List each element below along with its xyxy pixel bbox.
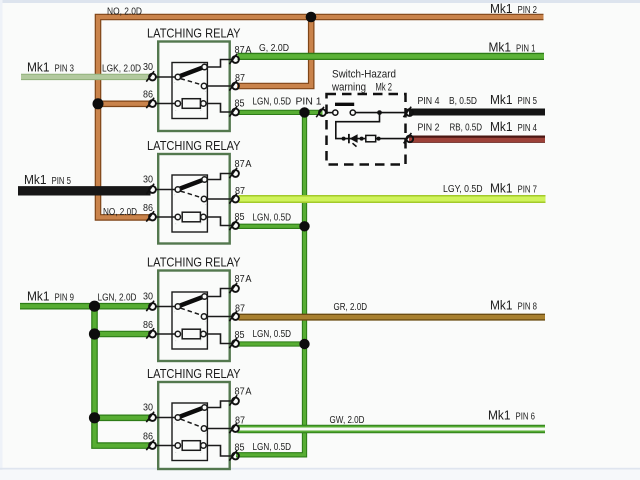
svg-text:LATCHING RELAY: LATCHING RELAY <box>147 255 241 270</box>
svg-text:85: 85 <box>235 330 245 341</box>
svg-text:87: 87 <box>235 186 245 197</box>
svg-text:·: · <box>200 222 202 228</box>
svg-text:Mk1: Mk1 <box>24 172 47 187</box>
svg-text:LATCHING RELAY: LATCHING RELAY <box>147 138 241 153</box>
svg-text:LGN, 0.5D: LGN, 0.5D <box>253 97 292 108</box>
svg-text:87: 87 <box>235 303 245 314</box>
svg-text:PIN 4: PIN 4 <box>418 96 440 107</box>
svg-text:LGN, 2.0D: LGN, 2.0D <box>98 292 137 303</box>
svg-text:·: · <box>175 339 177 345</box>
svg-text:Mk1: Mk1 <box>490 119 513 134</box>
svg-text:Mk1: Mk1 <box>489 39 512 54</box>
svg-text:30: 30 <box>143 402 153 413</box>
svg-text:30: 30 <box>143 62 153 73</box>
svg-text:·: · <box>175 450 177 456</box>
svg-text:PIN 2: PIN 2 <box>518 5 538 16</box>
svg-text:87: 87 <box>235 73 245 84</box>
svg-text:B, 0.5D: B, 0.5D <box>449 96 477 107</box>
svg-text:LGY, 0.5D: LGY, 0.5D <box>443 184 483 195</box>
svg-text:NO, 2.0D: NO, 2.0D <box>107 6 142 17</box>
svg-text:·: · <box>206 69 208 75</box>
svg-text:86: 86 <box>143 432 153 443</box>
svg-text:Mk1: Mk1 <box>490 92 513 107</box>
svg-text:GW, 2.0D: GW, 2.0D <box>330 415 365 426</box>
svg-text:86: 86 <box>143 320 153 331</box>
svg-text:Mk1: Mk1 <box>490 180 513 195</box>
svg-text:LATCHING RELAY: LATCHING RELAY <box>147 366 241 381</box>
svg-text:PIN 1: PIN 1 <box>296 97 322 108</box>
svg-text:LGN, 0.5D: LGN, 0.5D <box>253 213 292 224</box>
svg-text:·: · <box>205 320 207 326</box>
svg-text:LGN, 0.5D: LGN, 0.5D <box>253 329 292 340</box>
svg-text:PIN 5: PIN 5 <box>518 96 538 107</box>
svg-text:·: · <box>175 108 177 114</box>
svg-text:86: 86 <box>143 90 153 101</box>
svg-text:·: · <box>200 450 202 456</box>
svg-text:PIN 2: PIN 2 <box>418 122 440 133</box>
svg-text:PIN 3: PIN 3 <box>55 63 75 74</box>
svg-text:GR, 2.0D: GR, 2.0D <box>334 302 368 313</box>
svg-text:·: · <box>174 193 176 199</box>
svg-text:PIN 9: PIN 9 <box>55 293 75 304</box>
svg-text:PIN 7: PIN 7 <box>518 184 538 195</box>
svg-text:Mk1: Mk1 <box>490 298 513 313</box>
svg-text:·: · <box>174 310 176 316</box>
svg-text:warning: warning <box>331 82 366 94</box>
svg-text:30: 30 <box>143 174 153 185</box>
svg-text:87 A: 87 A <box>235 45 252 56</box>
svg-text:PIN 5: PIN 5 <box>52 176 72 187</box>
svg-text:·: · <box>206 181 208 187</box>
svg-text:G, 2.0D: G, 2.0D <box>259 43 289 54</box>
svg-text:Mk1: Mk1 <box>488 408 511 423</box>
svg-text:87 A: 87 A <box>235 387 252 398</box>
svg-text:·: · <box>206 409 208 415</box>
svg-text:NO, 2.0D: NO, 2.0D <box>103 207 137 218</box>
svg-text:·: · <box>205 202 207 208</box>
svg-text:87 A: 87 A <box>235 274 252 285</box>
svg-text:Switch-Hazard: Switch-Hazard <box>332 68 396 80</box>
svg-text:PIN 4: PIN 4 <box>518 123 538 134</box>
svg-text:30: 30 <box>143 291 153 302</box>
svg-text:87: 87 <box>235 415 245 426</box>
svg-text:·: · <box>200 108 202 114</box>
svg-text:Mk1: Mk1 <box>27 59 50 74</box>
svg-text:·: · <box>175 222 177 228</box>
svg-text:RB, 0.5D: RB, 0.5D <box>450 122 483 133</box>
svg-text:·: · <box>174 80 176 86</box>
svg-text:·: · <box>205 89 207 95</box>
svg-text:·: · <box>200 339 202 345</box>
svg-text:85: 85 <box>235 443 245 454</box>
svg-text:LGN, 0.5D: LGN, 0.5D <box>253 442 292 453</box>
svg-text:85: 85 <box>235 212 245 223</box>
svg-text:PIN 1: PIN 1 <box>516 43 536 54</box>
svg-text:LGK, 2.0D: LGK, 2.0D <box>102 63 141 74</box>
svg-text:Mk1: Mk1 <box>490 1 513 16</box>
svg-text:LATCHING RELAY: LATCHING RELAY <box>147 26 241 41</box>
svg-text:87 A: 87 A <box>235 159 252 170</box>
svg-text:·: · <box>174 421 176 427</box>
svg-text:·: · <box>205 432 207 438</box>
svg-text:PIN 8: PIN 8 <box>518 302 538 313</box>
svg-text:PIN 6: PIN 6 <box>516 412 536 423</box>
svg-text:Mk 2: Mk 2 <box>376 82 393 94</box>
svg-text:Mk1: Mk1 <box>27 289 50 304</box>
svg-text:85: 85 <box>235 99 245 110</box>
svg-text:86: 86 <box>143 203 153 214</box>
svg-text:·: · <box>206 298 208 304</box>
